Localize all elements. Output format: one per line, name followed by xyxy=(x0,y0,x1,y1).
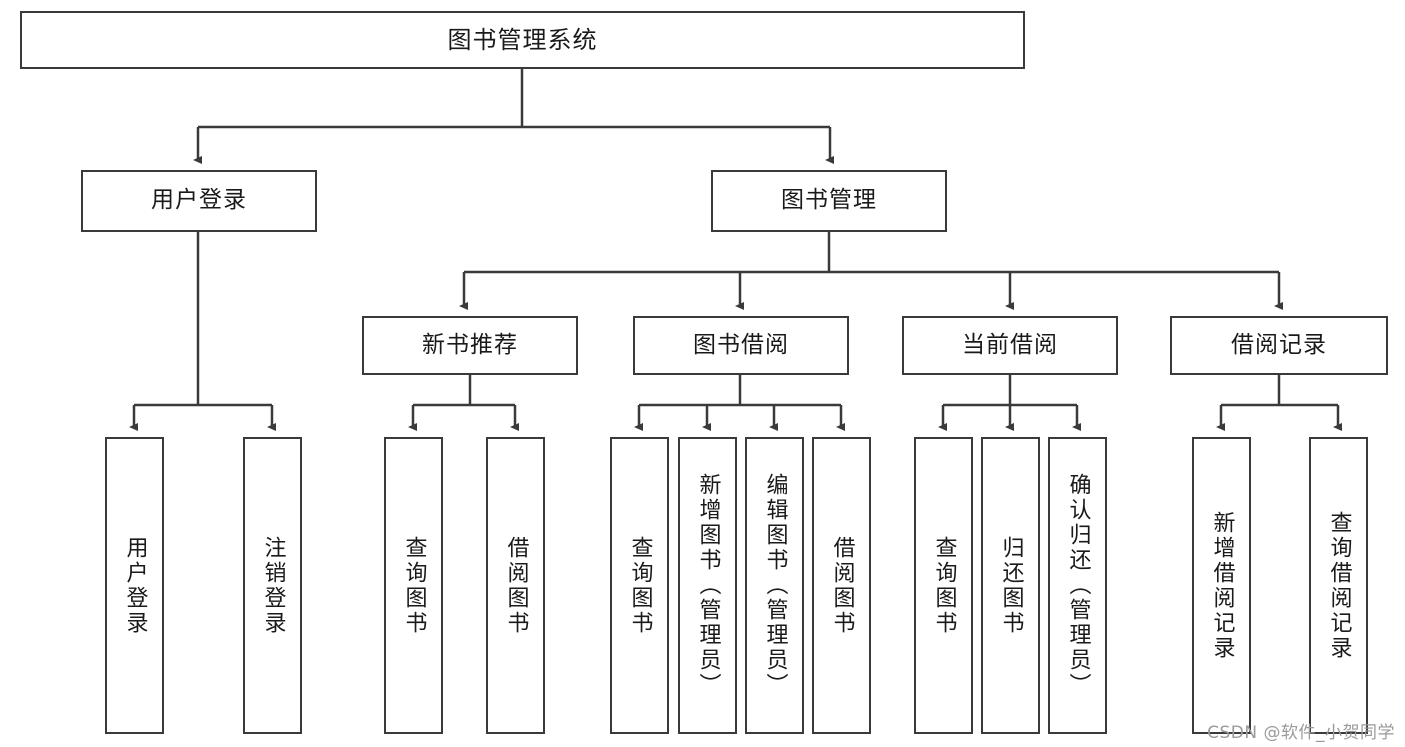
node-leaf-edit-book[interactable]: 编辑图书（管理员） xyxy=(745,437,804,734)
node-book-manage[interactable]: 图书管理 xyxy=(711,170,947,232)
node-label: 查询图书 xyxy=(931,535,957,636)
node-label: 图书管理 xyxy=(781,187,877,214)
node-leaf-confirm-return[interactable]: 确认归还（管理员） xyxy=(1048,437,1107,734)
node-leaf-query-book-2[interactable]: 查询图书 xyxy=(610,437,669,734)
node-label: 用户登录 xyxy=(122,535,148,636)
node-label: 用户登录 xyxy=(151,187,247,214)
node-leaf-query-record[interactable]: 查询借阅记录 xyxy=(1309,437,1368,734)
node-borrow-record[interactable]: 借阅记录 xyxy=(1170,316,1388,375)
node-user-login[interactable]: 用户登录 xyxy=(81,170,317,232)
node-label: 新书推荐 xyxy=(422,331,518,358)
node-label: 编辑图书（管理员） xyxy=(762,473,788,698)
node-label: 新增图书（管理员） xyxy=(695,473,721,698)
node-label: 确认归还（管理员） xyxy=(1065,473,1091,698)
node-label: 当前借阅 xyxy=(962,331,1058,358)
node-label: 借阅图书 xyxy=(829,535,855,636)
node-leaf-return-book[interactable]: 归还图书 xyxy=(981,437,1040,734)
watermark-text: CSDN @软件_小贺同学 xyxy=(1207,723,1395,743)
node-label: 图书借阅 xyxy=(693,331,789,358)
node-leaf-borrow-book-1[interactable]: 借阅图书 xyxy=(486,437,545,734)
node-new-book-recommend[interactable]: 新书推荐 xyxy=(362,316,578,375)
node-leaf-logout[interactable]: 注销登录 xyxy=(243,437,302,734)
node-label: 注销登录 xyxy=(260,535,286,636)
node-leaf-borrow-book-2[interactable]: 借阅图书 xyxy=(812,437,871,734)
node-leaf-query-book-1[interactable]: 查询图书 xyxy=(384,437,443,734)
node-leaf-user-login[interactable]: 用户登录 xyxy=(105,437,164,734)
node-label: 新增借阅记录 xyxy=(1209,510,1235,661)
node-leaf-add-record[interactable]: 新增借阅记录 xyxy=(1192,437,1251,734)
node-leaf-add-book[interactable]: 新增图书（管理员） xyxy=(678,437,737,734)
node-label: 查询图书 xyxy=(627,535,653,636)
node-book-borrow[interactable]: 图书借阅 xyxy=(633,316,849,375)
node-root-system[interactable]: 图书管理系统 xyxy=(20,11,1025,69)
node-label: 查询图书 xyxy=(401,535,427,636)
node-leaf-query-book-3[interactable]: 查询图书 xyxy=(914,437,973,734)
node-label: 图书管理系统 xyxy=(447,25,598,54)
node-label: 借阅记录 xyxy=(1231,331,1327,358)
node-current-borrow[interactable]: 当前借阅 xyxy=(902,316,1118,375)
node-label: 归还图书 xyxy=(998,535,1024,636)
node-label: 查询借阅记录 xyxy=(1326,510,1352,661)
node-label: 借阅图书 xyxy=(503,535,529,636)
